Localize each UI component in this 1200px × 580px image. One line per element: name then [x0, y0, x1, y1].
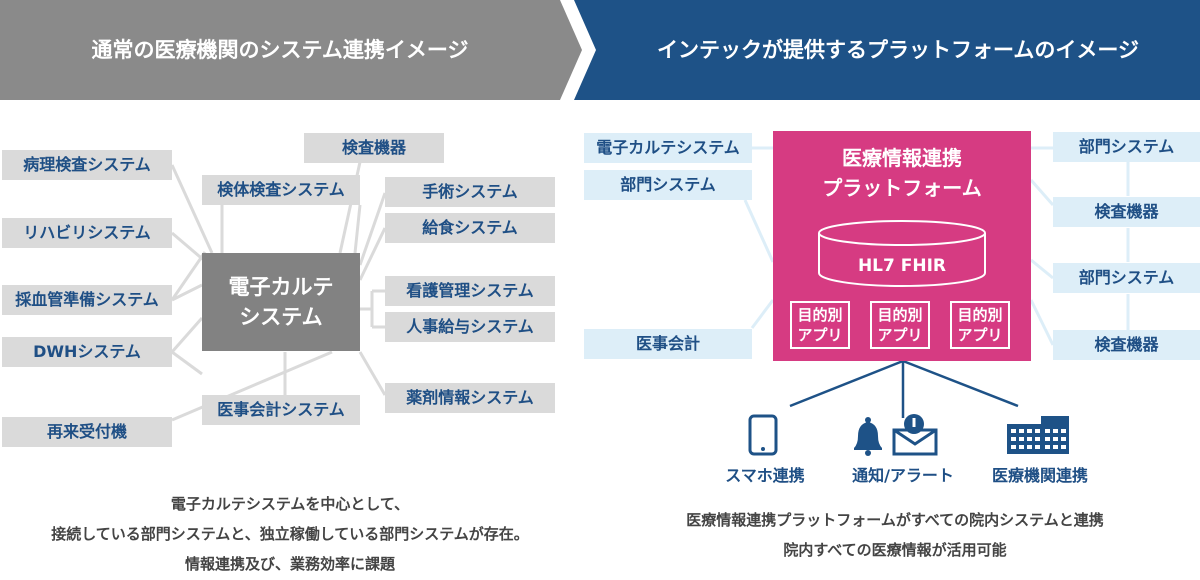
- emr-center-line2: システム: [239, 305, 323, 329]
- left-caption-line2: 接続している部門システムと、独立稼働している部門システムが存在。: [51, 525, 529, 543]
- app-label-line1: 目的別: [797, 306, 843, 324]
- nursing-management-system-box: 看護管理システム: [385, 276, 555, 306]
- left-connectors: [170, 161, 387, 422]
- right-caption: 医療情報連携プラットフォームがすべての院内システムと連携 院内すべての医療情報が…: [590, 505, 1200, 565]
- output-connectors: [789, 359, 1019, 418]
- test-equipment-box: 検査機器: [304, 133, 444, 163]
- left-caption-line1: 電子カルテシステムを中心として、: [170, 495, 410, 513]
- pharmacy-info-system-box: 薬剤情報システム: [385, 383, 555, 413]
- dept-system-box-right-1: 部門システム: [1053, 132, 1200, 162]
- emr-center-line1: 電子カルテ: [228, 275, 334, 299]
- purpose-app-box-1: 目的別 アプリ: [790, 301, 850, 349]
- right-connectors: [743, 146, 1130, 346]
- database-icon: [818, 220, 986, 287]
- left-banner: [0, 0, 582, 100]
- reception-machine-box: 再来受付機: [2, 417, 172, 447]
- emr-system-center-box: 電子カルテ システム: [202, 253, 360, 351]
- smartphone-icon: [748, 414, 778, 456]
- purpose-app-box-3: 目的別 アプリ: [950, 301, 1010, 349]
- hl7-fhir-label: HL7 FHIR: [857, 256, 947, 276]
- pathology-system-box: 病理検査システム: [2, 150, 172, 180]
- right-caption-line1: 医療情報連携プラットフォームがすべての院内システムと連携: [686, 511, 1104, 529]
- billing-system-box: 医事会計システム: [202, 395, 360, 425]
- blood-prep-system-box: 採血管準備システム: [2, 285, 172, 315]
- medical-billing-box: 医事会計: [584, 329, 752, 359]
- right-banner-title: インテックが提供するプラットフォームのイメージ: [657, 38, 1139, 62]
- bell-mail-icon: [854, 414, 938, 456]
- meal-system-box: 給食システム: [385, 213, 555, 243]
- specimen-test-system-box: 検体検査システム: [202, 175, 360, 205]
- test-equipment-box-right-1: 検査機器: [1053, 197, 1200, 227]
- hospital-link-label: 医療機関連携: [991, 466, 1088, 485]
- rehab-system-box: リハビリシステム: [2, 218, 172, 248]
- platform-title-line2: プラットフォーム: [822, 176, 982, 200]
- right-caption-line2: 院内すべての医療情報が活用可能: [783, 541, 1007, 559]
- medical-info-platform: 医療情報連携 プラットフォーム HL7 FHIR 目的別 アプリ 目的別 アプリ…: [773, 131, 1031, 361]
- purpose-app-box-2: 目的別 アプリ: [870, 301, 930, 349]
- test-equipment-box-right-2: 検査機器: [1053, 330, 1200, 360]
- surgery-system-box: 手術システム: [385, 177, 555, 207]
- dept-system-box-right-2: 部門システム: [1053, 263, 1200, 293]
- app-label-line1: 目的別: [957, 306, 1003, 324]
- app-label-line1: 目的別: [877, 306, 923, 324]
- platform-title-line1: 医療情報連携: [842, 146, 962, 170]
- header-banners: [0, 0, 1200, 100]
- dept-system-box-left: 部門システム: [584, 170, 752, 200]
- notification-alert-label: 通知/アラート: [852, 466, 954, 485]
- left-caption: 電子カルテシステムを中心として、 接続している部門システムと、独立稼働している部…: [0, 489, 580, 579]
- app-label-line2: アプリ: [957, 326, 1003, 344]
- app-label-line2: アプリ: [797, 326, 843, 344]
- payroll-system-box: 人事給与システム: [385, 312, 555, 342]
- hospital-building-icon: [1007, 416, 1069, 454]
- left-caption-line3: 情報連携及び、業務効率に課題: [184, 555, 395, 573]
- left-banner-title: 通常の医療機関のシステム連携イメージ: [91, 38, 469, 62]
- smartphone-link-label: スマホ連携: [725, 466, 805, 485]
- emr-system-box: 電子カルテシステム: [584, 133, 752, 163]
- app-label-line2: アプリ: [877, 326, 923, 344]
- dwh-system-box: DWHシステム: [2, 337, 172, 367]
- right-banner: [574, 0, 1200, 100]
